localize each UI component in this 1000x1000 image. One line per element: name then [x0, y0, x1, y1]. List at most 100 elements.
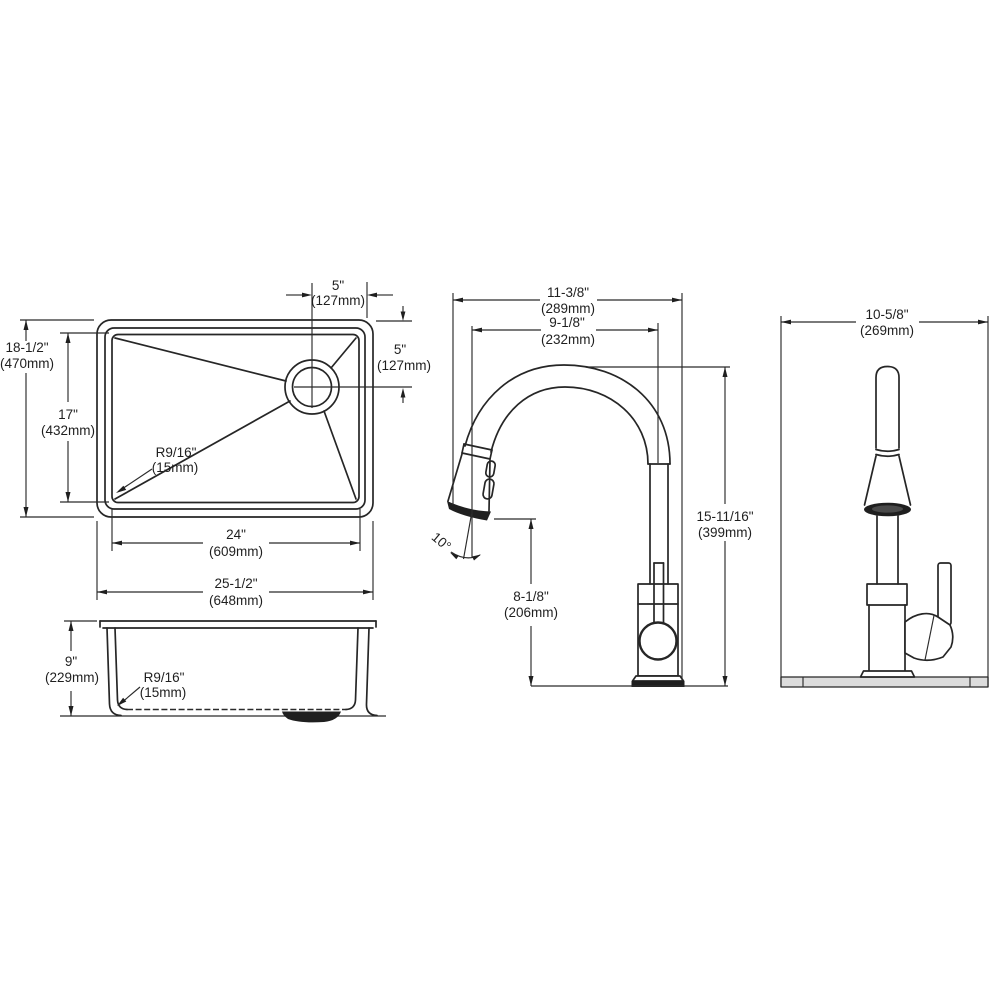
bowl-slope-line	[114, 400, 291, 500]
sprayhead-collar	[461, 443, 465, 454]
bowl-slope-line	[323, 410, 357, 500]
dim-overall-width-in: 25-1/2"	[214, 576, 257, 591]
dim-overall-depth-in: 18-1/2"	[5, 340, 48, 355]
sprayhead-cone-front-right	[898, 455, 912, 506]
bowl-wall-outer-left	[106, 627, 122, 717]
dim-inner-width-mm: (609mm)	[209, 544, 263, 559]
dim-spout-height-mm: (206mm)	[504, 605, 558, 620]
spout-arc-inner	[490, 386, 649, 465]
sprayhead-cone-front-left	[863, 455, 877, 506]
spout-tube-front	[875, 365, 900, 449]
sink-outer-rim	[96, 319, 374, 518]
dimension-arrowhead	[722, 367, 728, 377]
dimension-arrowhead	[65, 492, 71, 502]
bowl-wall-outer-right	[365, 627, 378, 717]
base-upper-front	[866, 583, 908, 606]
sprayhead-collar	[461, 452, 491, 460]
dimension-arrowhead	[722, 676, 728, 686]
spout-arc-outer	[464, 364, 671, 465]
dim-drain-offset-h-in: 5"	[332, 278, 345, 293]
dimension-arrowhead	[363, 589, 373, 595]
dimension-arrowhead	[68, 621, 74, 631]
leader-arrowhead	[116, 485, 127, 493]
handle-pivot-circle	[638, 621, 678, 661]
sprayhead-button	[484, 460, 497, 478]
handle-socket-facet	[924, 615, 935, 661]
dim-overall-depth-mm: (470mm)	[0, 356, 54, 371]
dim-top-corner-radius-mm: (15mm)	[152, 460, 199, 475]
dimension-arrowhead	[23, 507, 29, 517]
dim-top-corner-radius-in: R9/16"	[156, 445, 197, 460]
dim-inner-width-in: 24"	[226, 527, 246, 542]
sprayhead-cone-right	[488, 459, 491, 512]
dimension-arrowhead	[672, 297, 682, 303]
dimension-arrowhead	[65, 333, 71, 343]
base-flange-front	[859, 670, 916, 678]
sprayhead-face	[447, 501, 491, 521]
dimension-arrowhead	[350, 540, 360, 546]
angle-arrowhead	[450, 552, 459, 560]
dim-side-depth-mm: (229mm)	[45, 670, 99, 685]
dim-drain-offset-v-in: 5"	[394, 342, 407, 357]
bowl-wall-inner-left	[114, 627, 128, 711]
dimension-arrowhead	[112, 540, 122, 546]
sprayhead-collar	[463, 443, 493, 451]
dim-side-corner-radius-in: R9/16"	[144, 670, 185, 685]
faucet-front-view: 10-5/8" (269mm)	[780, 307, 989, 688]
sprayhead-ring	[875, 453, 900, 458]
dimension-arrowhead	[528, 676, 534, 686]
dim-inner-depth-mm: (432mm)	[41, 423, 95, 438]
dim-drain-offset-v-mm: (127mm)	[377, 358, 431, 373]
dim-overall-height-mm: (399mm)	[698, 525, 752, 540]
dim-overall-height-in: 15-11/16"	[696, 509, 753, 524]
sprayhead-collar	[489, 449, 493, 460]
dimension-arrowhead	[978, 319, 988, 325]
dim-spout-height-in: 8-1/8"	[513, 589, 549, 604]
dim-inner-depth-in: 17"	[58, 407, 78, 422]
dimension-arrowhead	[453, 297, 463, 303]
angle-reference-line	[462, 513, 473, 560]
bowl-slope-line	[330, 337, 357, 369]
deck-plate	[780, 676, 989, 688]
dimension-arrowhead	[781, 319, 791, 325]
dim-overall-width-mm: (648mm)	[209, 593, 263, 608]
faucet-side-view: 11-3/8" (289mm) 9-1/8" (232mm) 15-11/16"…	[429, 285, 754, 687]
dimension-arrowhead	[302, 292, 312, 298]
dimension-arrowhead	[367, 292, 377, 298]
dimension-arrowhead	[68, 706, 74, 716]
dimension-arrowhead	[528, 519, 534, 529]
dim-overall-reach-in: 11-3/8"	[547, 285, 589, 300]
dim-deck-width-mm: (269mm)	[860, 323, 914, 338]
dim-deck-width-in: 10-5/8"	[865, 307, 908, 322]
sprayhead-ring	[875, 448, 900, 453]
angle-arrowhead	[472, 554, 481, 561]
bowl-wall-inner-right	[345, 627, 359, 711]
dim-drain-offset-h-mm: (127mm)	[311, 293, 365, 308]
handle-lever-front	[937, 562, 952, 626]
sink-side-view: 9" (229mm) R9/16" (15mm)	[45, 620, 386, 723]
handle-socket-front	[904, 612, 954, 662]
drain-bump	[282, 711, 341, 723]
leader-arrowhead	[117, 697, 127, 706]
dimension-arrowhead	[400, 311, 406, 321]
bowl-slope-line	[114, 337, 287, 382]
dim-spout-reach-mm: (232mm)	[541, 332, 595, 347]
dimension-arrowhead	[648, 327, 658, 333]
sprayhead-face-inner	[872, 505, 903, 513]
dim-side-depth-in: 9"	[65, 654, 78, 669]
sink-middle-rim	[104, 327, 366, 510]
sprayhead-button	[482, 478, 495, 500]
sink-top-view: R9/16" (15mm) 18-1/2" (470mm) 17" (432mm…	[0, 278, 431, 608]
sink-bowl-edge	[111, 333, 360, 504]
dimension-arrowhead	[23, 320, 29, 330]
radius-leader-line	[118, 468, 153, 492]
dim-spout-reach-in: 9-1/8"	[549, 315, 585, 330]
dimension-arrowhead	[472, 327, 482, 333]
dim-spray-angle: 10°	[429, 529, 454, 554]
dim-overall-reach-mm: (289mm)	[541, 301, 595, 316]
dim-side-corner-radius-mm: (15mm)	[140, 685, 187, 700]
base-flange	[631, 675, 685, 682]
dimension-arrowhead	[400, 388, 406, 398]
